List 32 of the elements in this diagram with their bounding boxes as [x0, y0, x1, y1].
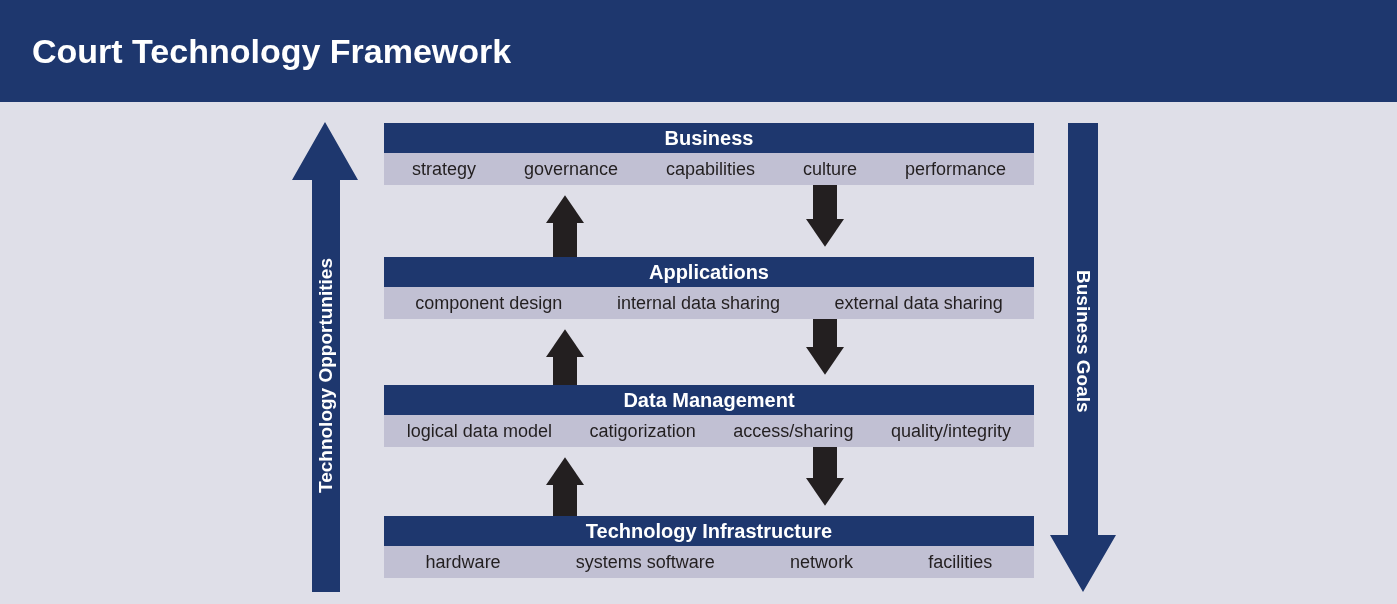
layer-item: performance — [904, 157, 1006, 181]
layer-box — [384, 257, 1034, 319]
layer-title: Business — [664, 126, 754, 151]
layer-title: Data Management — [623, 388, 795, 413]
block-arrow — [806, 185, 844, 247]
block-arrow — [806, 447, 844, 506]
layer-item: hardware — [425, 550, 501, 574]
layer-item: logical data model — [406, 419, 552, 443]
layer-box — [384, 123, 1034, 185]
layer-item: quality/integrity — [891, 419, 1012, 443]
layer-item: access/sharing — [733, 419, 854, 443]
layer-item: internal data sharing — [616, 291, 781, 315]
layer-title: Technology Infrastructure — [585, 519, 833, 544]
layer-item: network — [790, 550, 854, 574]
layer-item: facilities — [928, 550, 993, 574]
layer-item: culture — [802, 157, 857, 181]
layer-item: component design — [415, 291, 563, 315]
layer-title: Applications — [649, 260, 769, 285]
block-arrow — [546, 195, 584, 257]
arrow-label: Technology Opportunities — [314, 258, 337, 494]
layer-item: systems software — [575, 550, 715, 574]
layer-box — [384, 516, 1034, 578]
layer-item: catigorization — [589, 419, 696, 443]
layer-item: capabilities — [665, 157, 755, 181]
block-arrow — [546, 329, 584, 385]
title: Court Technology Framework — [32, 30, 512, 72]
arrow-label: Business Goals — [1072, 270, 1095, 413]
layer-box — [384, 385, 1034, 447]
block-arrow — [546, 457, 584, 516]
layer-item: strategy — [411, 157, 476, 181]
layer-item: governance — [523, 157, 618, 181]
layer-item: external data sharing — [834, 291, 1003, 315]
